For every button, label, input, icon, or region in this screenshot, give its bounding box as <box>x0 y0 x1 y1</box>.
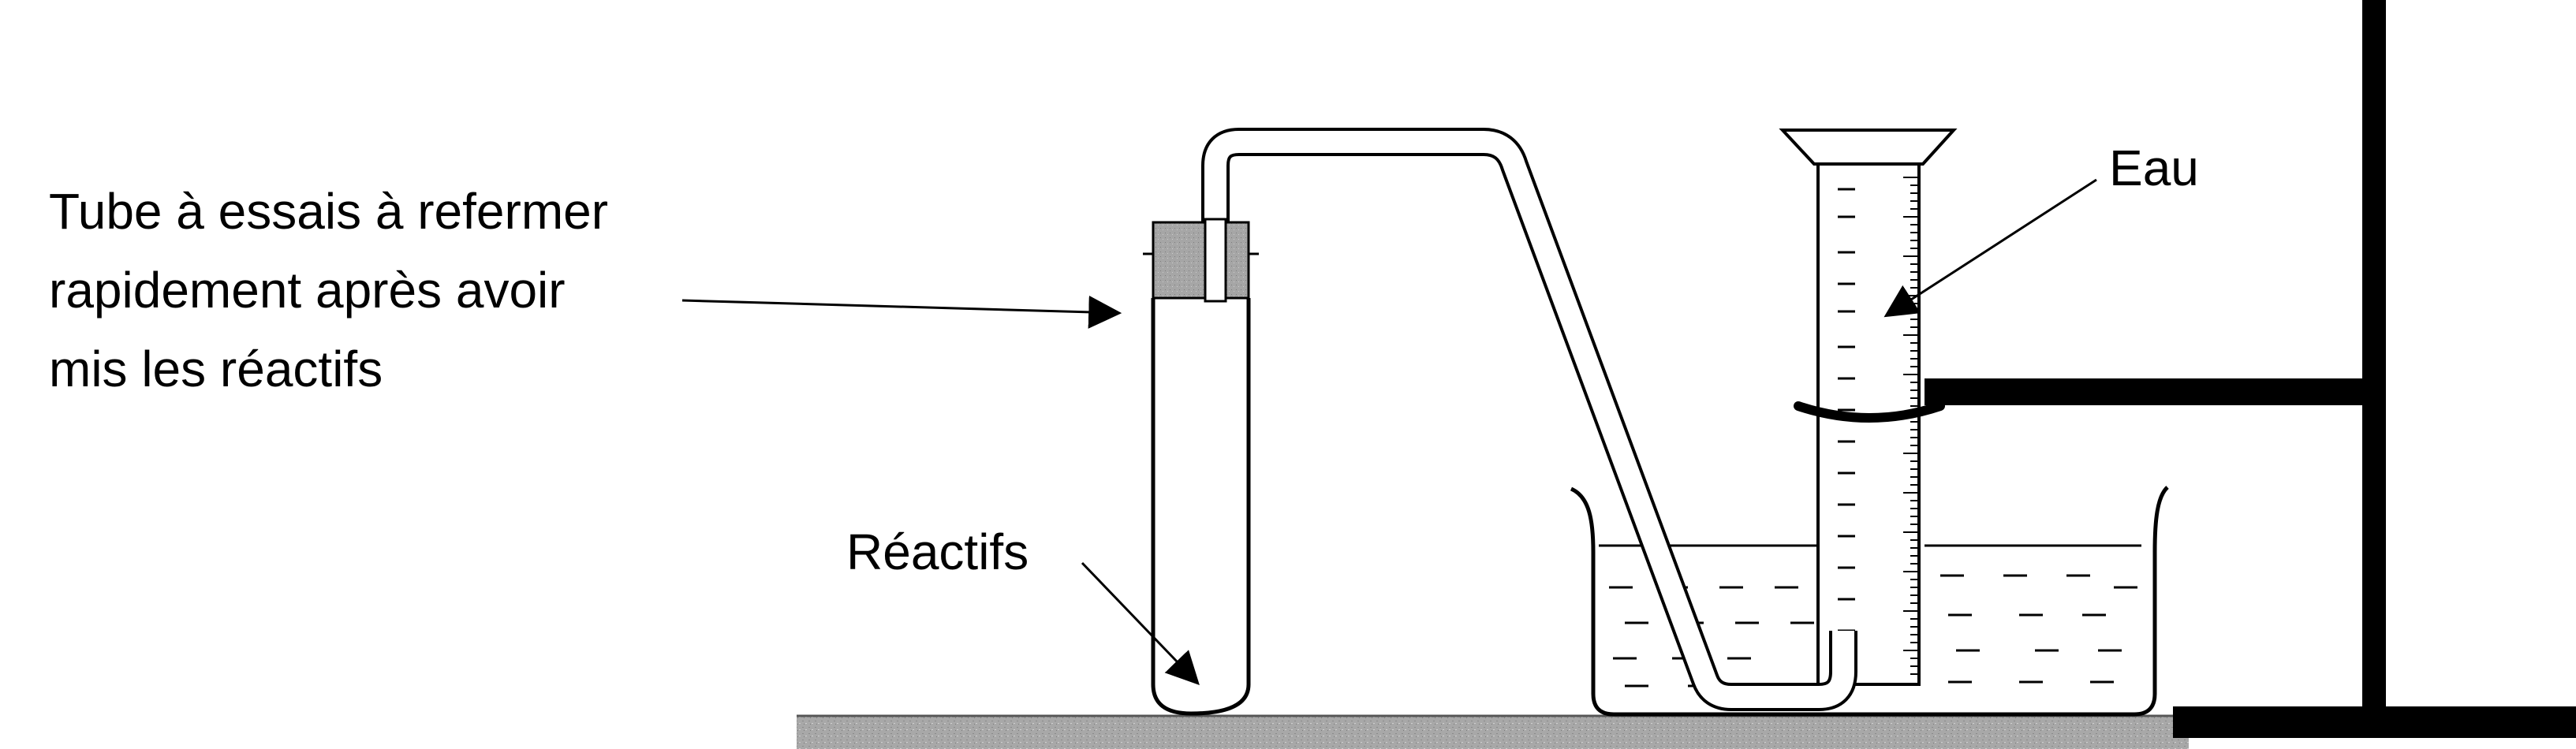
eau-label: Eau <box>2109 140 2199 196</box>
bench-surface <box>797 716 2189 749</box>
test-tube <box>1143 218 1259 716</box>
tube-label-line-3: mis les réactifs <box>49 341 383 397</box>
reactifs-pointer-arrow <box>1081 561 1200 686</box>
stopper <box>1152 221 1250 300</box>
tube-label-line-1: Tube à essais à refermer <box>49 183 608 240</box>
support-stand <box>1925 0 2576 738</box>
reactifs-label: Réactifs <box>846 524 1029 580</box>
graduated-cylinder <box>1779 129 1958 686</box>
tube-pointer-arrow <box>681 295 1122 329</box>
tube-label-line-2: rapidement après avoir <box>49 262 566 319</box>
delivery-tube <box>1201 128 1857 711</box>
eau-pointer-arrow <box>1883 178 2097 318</box>
